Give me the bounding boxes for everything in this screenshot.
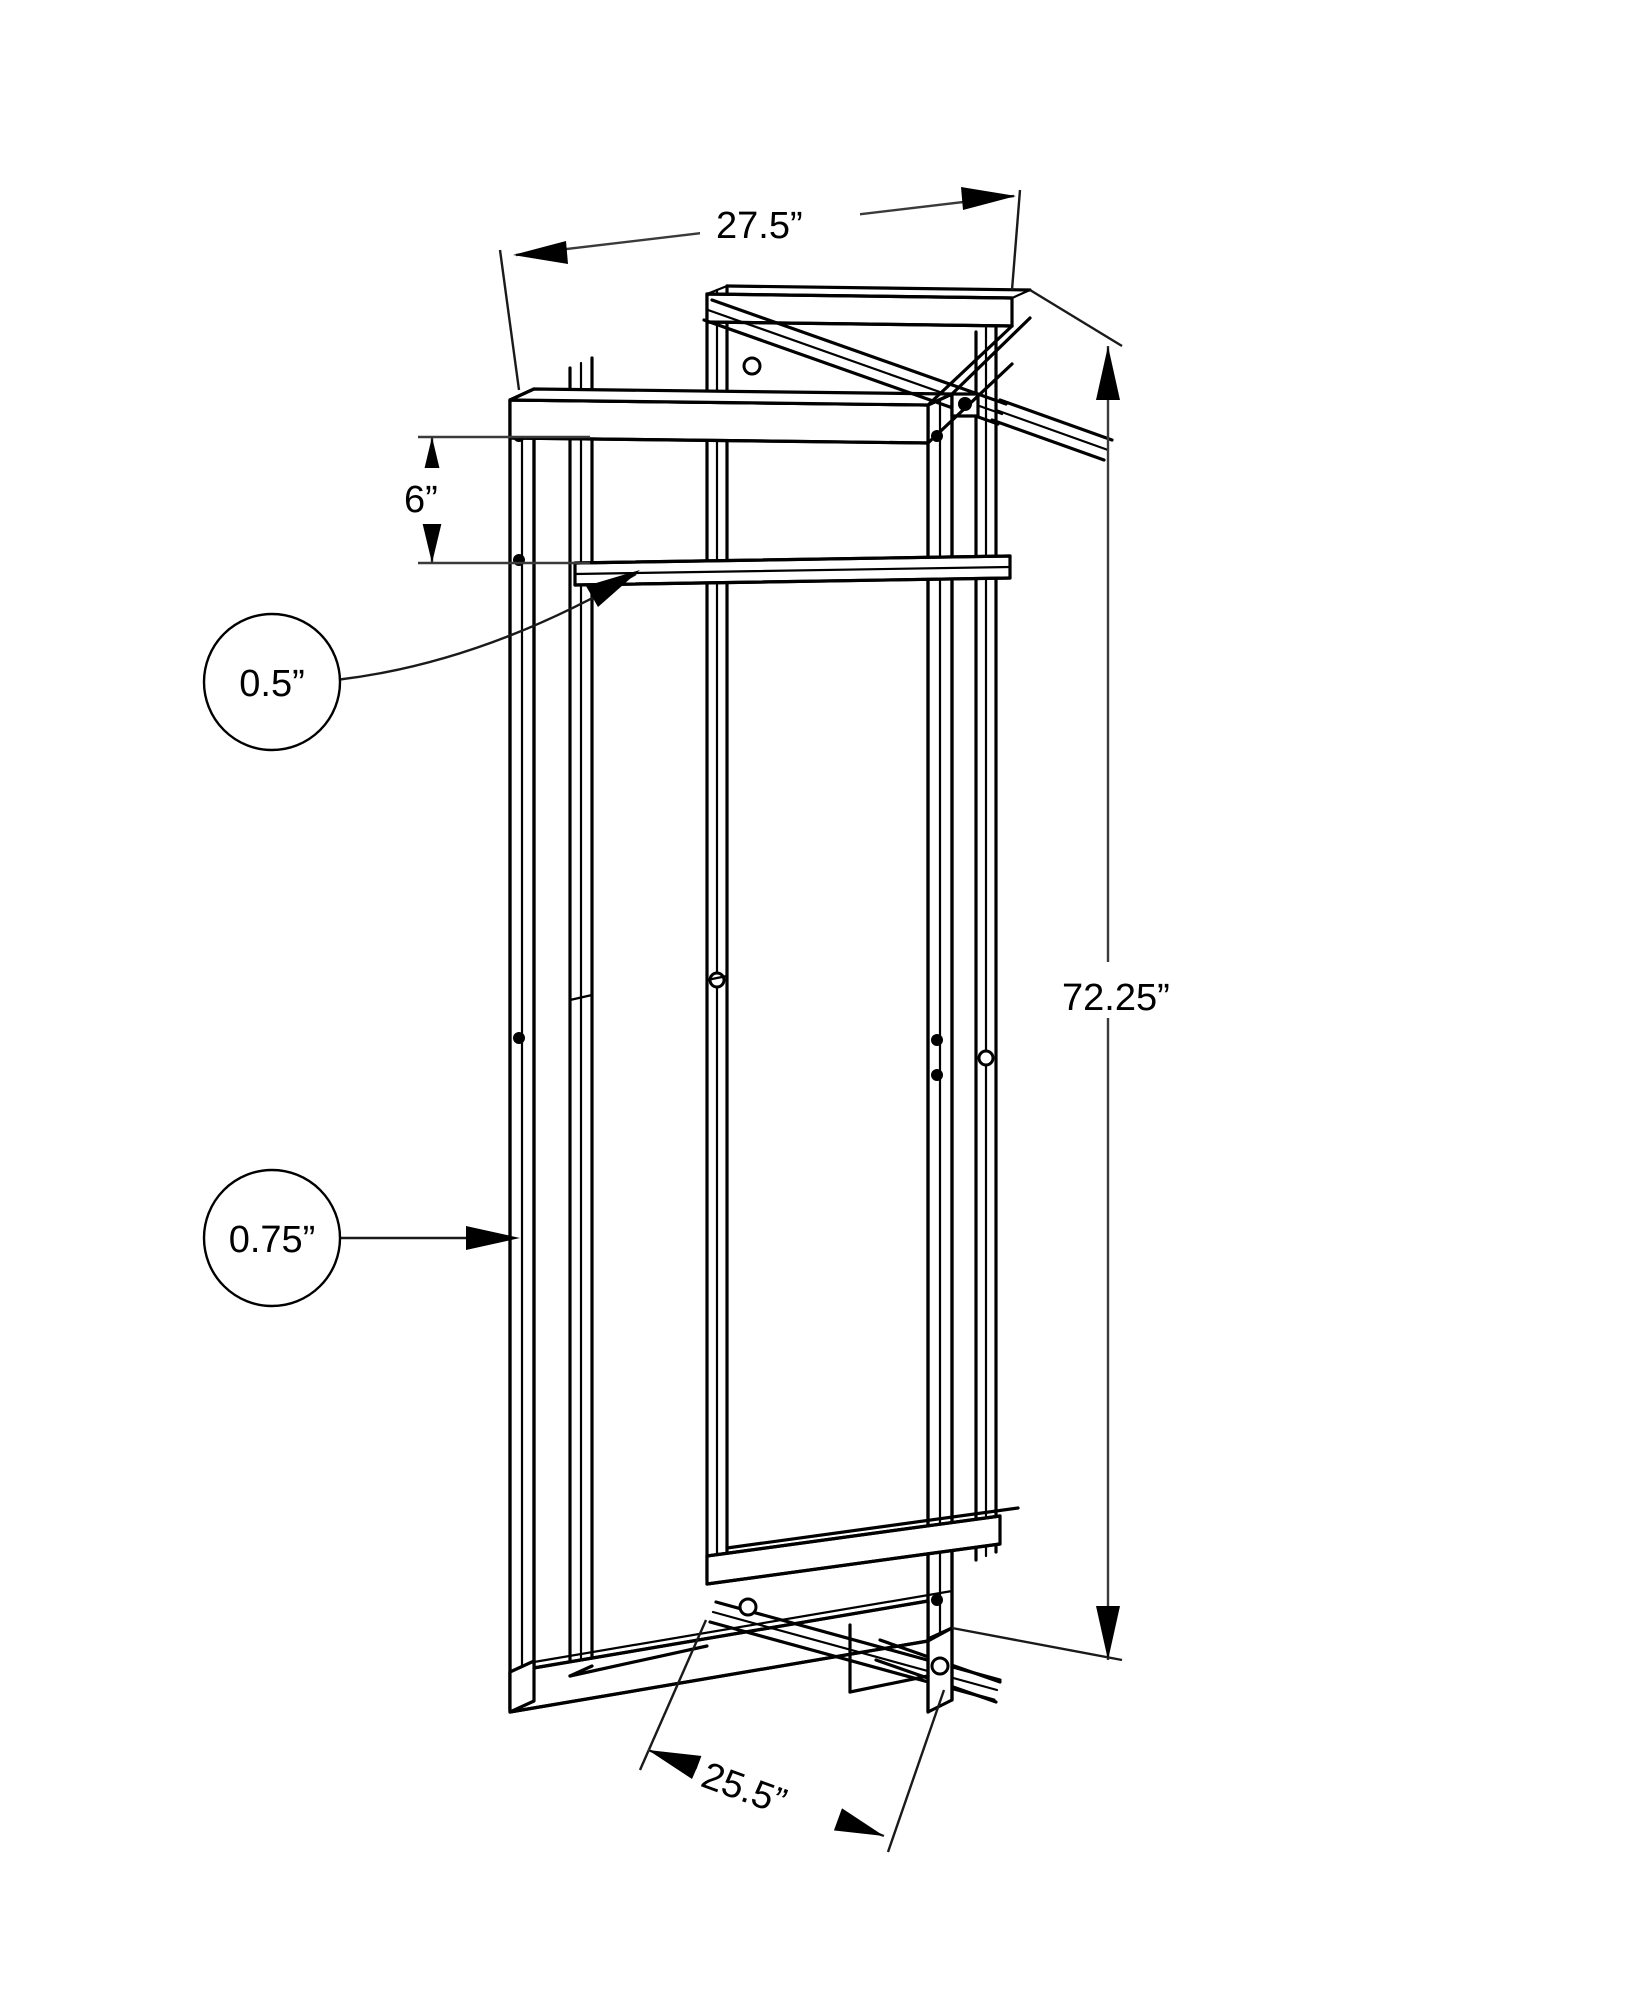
dim-text-mask-6 (398, 468, 468, 524)
rear-center-vertical-post (705, 284, 729, 1582)
arrowhead-left-27-5 (513, 241, 568, 264)
screw-hole-right-front-lower (931, 1594, 943, 1606)
arrowhead-right-25-5 (830, 1807, 884, 1836)
rear-post-seam (705, 974, 729, 982)
dimension-label-width-top: 27.5” (716, 205, 803, 247)
inner-left-post-seam (568, 993, 594, 1002)
arrowhead-up-72-25 (1096, 346, 1120, 400)
callout-circle-half-inch[interactable] (202, 612, 342, 752)
callout-label-half-inch: 0.5” (239, 663, 304, 705)
arrowhead-down-6 (420, 513, 444, 563)
dimension-label-upper-gap: 6” (404, 479, 438, 521)
right-rear-vertical-post (974, 322, 998, 1562)
callout-label-three-quarter-inch: 0.75” (229, 1219, 316, 1261)
bottom-inner-left-connector (568, 1644, 709, 1678)
bottom-rear-base-rail (705, 1506, 1020, 1586)
middle-hanging-rail (573, 554, 1012, 587)
bottom-front-base-rail (508, 1589, 954, 1714)
dimension-label-depth-group: 25.5” (688, 1743, 847, 1844)
bottom-left-foot (508, 1659, 536, 1714)
arrowhead-down-72-25 (1096, 1606, 1120, 1660)
arrowhead-left-25-5 (648, 1750, 702, 1779)
arrowhead-callout-three-quarter-inch (466, 1226, 520, 1250)
screw-hole-top-cross-joint (958, 397, 972, 411)
arrowhead-right-27-5 (961, 187, 1016, 210)
top-rear-horizontal-rail (705, 284, 1032, 328)
dimension-upper-gap: 6” (398, 435, 590, 565)
screw-hole-right-front-mid-a (931, 1034, 943, 1046)
callout-balloon-three-quarter-inch[interactable]: 0.75” (202, 1168, 520, 1308)
screw-hole-right-front-mid-b (931, 1069, 943, 1081)
screw-hole-bottom-brace-left (738, 1597, 758, 1617)
top-cross-joint (950, 392, 980, 418)
top-diagonal-brace-right (990, 398, 1114, 462)
coat-rack-product-illustration (508, 284, 1114, 1714)
screw-hole-right-rear (977, 1049, 995, 1067)
dimension-width-top: 27.5” (498, 187, 1022, 391)
screw-hole-brace-left (742, 356, 762, 376)
callout-circle-three-quarter-inch[interactable] (202, 1168, 342, 1308)
top-right-rear-connector (926, 316, 1032, 445)
inner-left-vertical-post (568, 356, 594, 1678)
screw-hole-front-left-mid (513, 1032, 525, 1044)
arrowhead-callout-half-inch (586, 570, 640, 607)
dimension-overall-height: 72.25” (951, 288, 1228, 1662)
callout-balloon-half-inch[interactable]: 0.5” (202, 570, 640, 752)
bottom-cross-joint (848, 1623, 930, 1694)
dim-text-mask-72-25 (1048, 962, 1228, 1018)
front-left-vertical-post (508, 387, 536, 1712)
screw-hole-bottom-right-foot (930, 1656, 950, 1676)
dimension-label-overall-height: 72.25” (1062, 977, 1170, 1019)
dim-text-mask-25-5 (688, 1743, 847, 1844)
dim-text-mask-27-5 (700, 196, 860, 244)
